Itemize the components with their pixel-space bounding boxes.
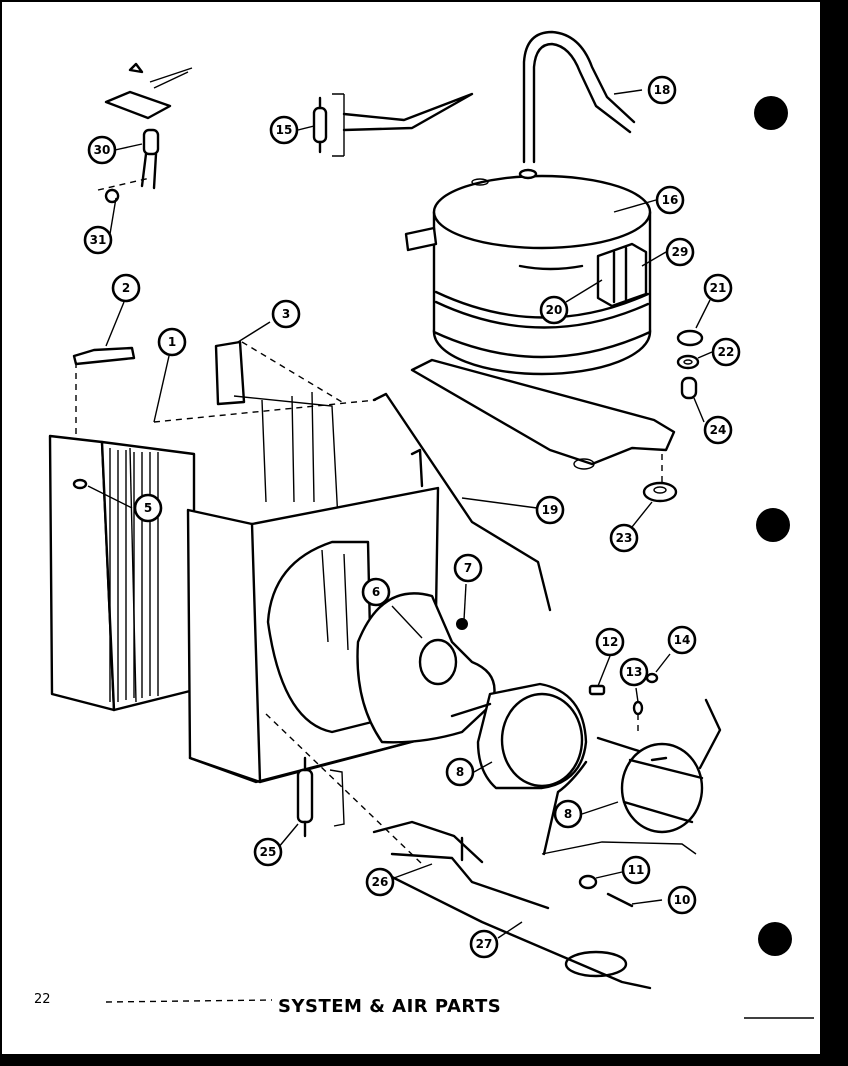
callout-10: 10 bbox=[667, 885, 697, 915]
callout-3: 3 bbox=[271, 299, 301, 329]
callout-18: 18 bbox=[647, 75, 677, 105]
callout-label: 19 bbox=[542, 503, 559, 517]
callout-label: 6 bbox=[372, 585, 380, 599]
callout-22: 22 bbox=[711, 337, 741, 367]
callout-label: 8 bbox=[456, 765, 464, 779]
scan-rule bbox=[105, 999, 273, 1003]
callout-label: 14 bbox=[674, 633, 691, 647]
fan-motor bbox=[450, 682, 588, 790]
callout-11: 11 bbox=[621, 855, 651, 885]
binder-hole bbox=[756, 508, 790, 542]
motor-mount bbox=[541, 698, 722, 856]
callout-label: 31 bbox=[90, 233, 107, 247]
callout-27: 27 bbox=[469, 929, 499, 959]
callout-label: 3 bbox=[282, 307, 290, 321]
capacitor bbox=[296, 756, 345, 838]
callout-24: 24 bbox=[703, 415, 733, 445]
callout-16: 16 bbox=[655, 185, 685, 215]
callout-label: 15 bbox=[276, 123, 293, 137]
drier-strainer bbox=[312, 92, 474, 157]
condenser-coil bbox=[48, 340, 377, 712]
callout-label: 7 bbox=[464, 561, 472, 575]
callout-label: 26 bbox=[372, 875, 389, 889]
callout-20: 20 bbox=[539, 295, 569, 325]
callout-label: 10 bbox=[674, 893, 691, 907]
callout-12: 12 bbox=[595, 627, 625, 657]
callout-label: 18 bbox=[654, 83, 671, 97]
callout-2: 2 bbox=[111, 273, 141, 303]
callout-5: 5 bbox=[133, 493, 163, 523]
compressor bbox=[404, 168, 676, 470]
binder-hole bbox=[758, 922, 792, 956]
fan-blade bbox=[356, 592, 496, 744]
callout-8b: 8 bbox=[553, 799, 583, 829]
callout-label: 24 bbox=[710, 423, 727, 437]
callout-label: 12 bbox=[602, 635, 619, 649]
callout-label: 30 bbox=[94, 143, 111, 157]
callout-31: 31 bbox=[83, 225, 113, 255]
sensor-wiring bbox=[265, 713, 652, 990]
callout-7: 7 bbox=[453, 553, 483, 583]
thermistor-clip bbox=[97, 62, 193, 204]
leader-lines bbox=[87, 89, 713, 939]
callout-label: 25 bbox=[260, 845, 277, 859]
page-caption: SYSTEM & AIR PARTS bbox=[278, 996, 502, 1017]
exploded-parts-diagram: 1 2 3 5 6 7 8 8 10 11 12 13 14 15 16 18 … bbox=[48, 30, 814, 1019]
callout-label: 16 bbox=[662, 193, 679, 207]
diagram-sheet: 1 2 3 5 6 7 8 8 10 11 12 13 14 15 16 18 … bbox=[2, 2, 820, 1054]
callout-26: 26 bbox=[365, 867, 395, 897]
callout-label: 8 bbox=[564, 807, 572, 821]
callout-label: 13 bbox=[626, 665, 643, 679]
callout-30: 30 bbox=[87, 135, 117, 165]
callout-label: 11 bbox=[628, 863, 645, 877]
small-hardware bbox=[72, 478, 659, 908]
callout-23: 23 bbox=[609, 523, 639, 553]
suction-tube bbox=[372, 392, 552, 612]
callout-label: 1 bbox=[168, 335, 176, 349]
callout-label: 2 bbox=[122, 281, 130, 295]
callout-label: 29 bbox=[672, 245, 689, 259]
callout-label: 22 bbox=[718, 345, 735, 359]
callout-13: 13 bbox=[619, 657, 649, 687]
callout-label: 23 bbox=[616, 531, 633, 545]
mounting-hardware bbox=[642, 329, 704, 503]
callout-1: 1 bbox=[157, 327, 187, 357]
binder-hole bbox=[754, 96, 788, 130]
callout-25: 25 bbox=[253, 837, 283, 867]
callout-label: 27 bbox=[476, 937, 493, 951]
callout-label: 5 bbox=[144, 501, 152, 515]
discharge-tube bbox=[522, 30, 636, 164]
callout-8a: 8 bbox=[445, 757, 475, 787]
callout-label: 21 bbox=[710, 281, 727, 295]
callout-15: 15 bbox=[269, 115, 299, 145]
callout-14: 14 bbox=[667, 625, 697, 655]
callout-29: 29 bbox=[665, 237, 695, 267]
callout-19: 19 bbox=[535, 495, 565, 525]
callout-label: 20 bbox=[546, 303, 563, 317]
callout-6: 6 bbox=[361, 577, 391, 607]
page-number: 22 bbox=[34, 992, 51, 1007]
callout-21: 21 bbox=[703, 273, 733, 303]
